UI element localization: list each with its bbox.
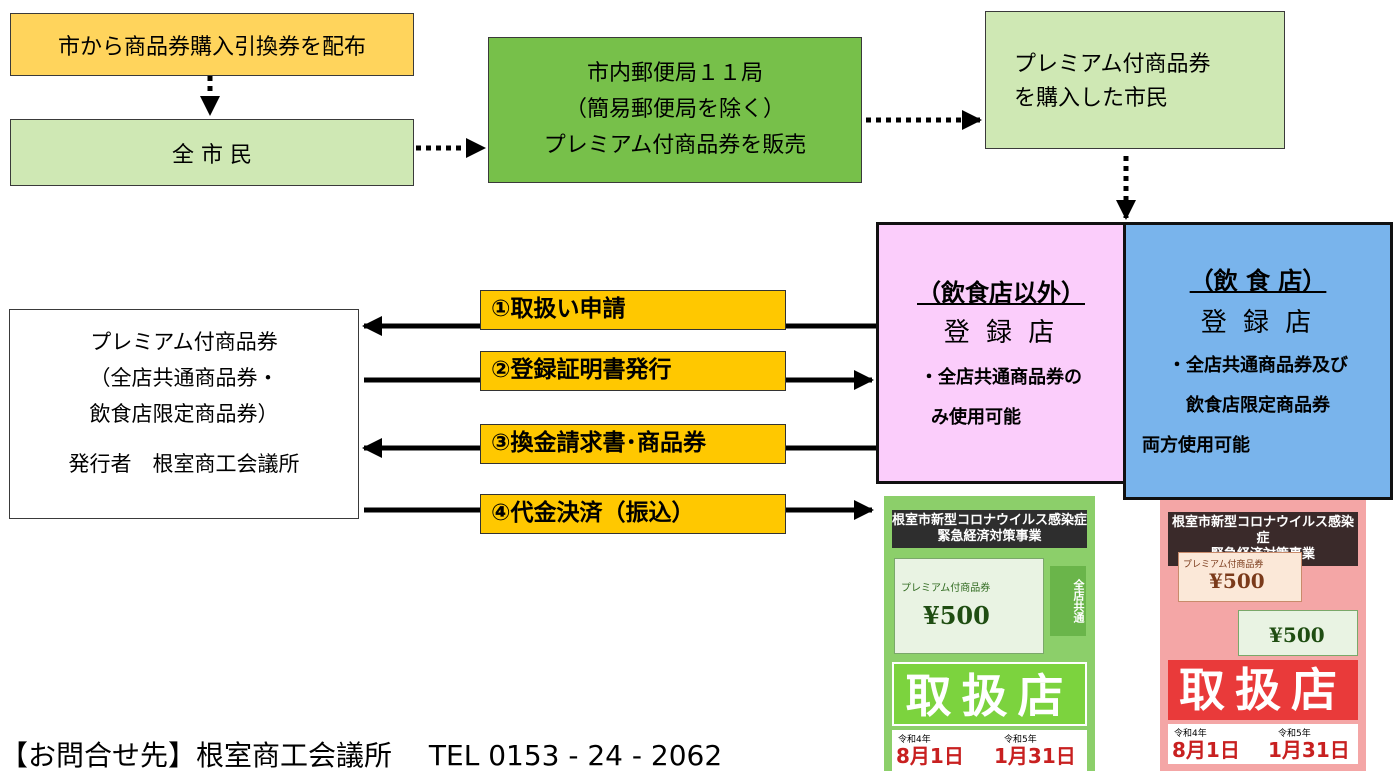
flyer-red-era-start: 令和4年 bbox=[1174, 729, 1207, 739]
store-other-title: 登 録 店 bbox=[943, 318, 1059, 348]
flyer-green-ticket-value: ¥500 bbox=[923, 601, 990, 630]
store-food-heading: （飲 食 店） bbox=[1189, 267, 1327, 295]
store-other-note2: み使用可能 bbox=[931, 407, 1021, 428]
flyer-green-title: 根室市新型コロナウイルス感染症 緊急経済対策事業 bbox=[892, 510, 1087, 548]
flyer-green: 根室市新型コロナウイルス感染症 緊急経済対策事業 プレミアム付商品券 ¥500 … bbox=[884, 496, 1095, 771]
flyer-green-era-start: 令和4年 bbox=[898, 735, 931, 745]
flyer-green-date-start: 8月1日 bbox=[896, 744, 964, 768]
post-office-box: 市内郵便局１１局 （簡易郵便局を除く） プレミアム付商品券を販売 bbox=[488, 37, 862, 183]
issuer-line2: （全店共通商品券・ bbox=[89, 366, 279, 390]
all-citizens-label: 全 市 民 bbox=[172, 142, 252, 168]
flyer-green-era-end: 令和5年 bbox=[1004, 735, 1037, 745]
flyer-red-era-end: 令和5年 bbox=[1278, 729, 1311, 739]
store-other-heading: （飲食店以外） bbox=[917, 279, 1085, 307]
issuer-line4: 発行者 根室商工会議所 bbox=[68, 452, 300, 476]
flyer-green-side-label: 全店共通 bbox=[1050, 566, 1086, 636]
flyer-red-date-end: 1月31日 bbox=[1268, 738, 1350, 762]
store-food-note1: ・全店共通商品券及び bbox=[1168, 355, 1348, 376]
step-3-label: ③換金請求書･商品券 bbox=[480, 424, 786, 464]
flyer-green-band: 取扱店 bbox=[892, 662, 1087, 726]
store-food-note2: 飲食店限定商品券 bbox=[1186, 395, 1330, 416]
flyer-green-ticket: プレミアム付商品券 ¥500 bbox=[894, 558, 1044, 654]
flyer-red-ticket-value-2: ¥500 bbox=[1269, 623, 1325, 647]
flyer-red-title1: 根室市新型コロナウイルス感染症 bbox=[1171, 515, 1354, 546]
buyers-line2: を購入した市民 bbox=[1014, 86, 1169, 111]
flyer-red-dates-panel bbox=[1168, 724, 1358, 764]
post-office-line3: プレミアム付商品券を販売 bbox=[543, 133, 807, 158]
flyer-red-ticket-label: プレミアム付商品券 bbox=[1183, 560, 1264, 570]
post-office-line2: （簡易郵便局を除く） bbox=[564, 97, 785, 122]
flyer-green-ticket-label: プレミアム付商品券 bbox=[901, 583, 991, 594]
flyer-green-title1: 根室市新型コロナウイルス感染症 bbox=[892, 513, 1088, 528]
issuer-line1: プレミアム付商品券 bbox=[90, 330, 278, 354]
flyer-red-ticket-2: ¥500 bbox=[1238, 610, 1358, 656]
flyer-red: 根室市新型コロナウイルス感染症 緊急経済対策事業 プレミアム付商品券 ¥500 … bbox=[1160, 500, 1366, 771]
flyer-red-band: 取扱店 bbox=[1168, 660, 1358, 720]
store-food-box: （飲 食 店） 登 録 店 ・全店共通商品券及び 飲食店限定商品券 両方使用可能 bbox=[1123, 222, 1393, 500]
distribute-label: 市から商品券購入引換券を配布 bbox=[57, 34, 366, 60]
buyers-line1: プレミアム付商品券 bbox=[1014, 52, 1211, 77]
post-office-line1: 市内郵便局１１局 bbox=[586, 61, 763, 86]
distribute-box: 市から商品券購入引換券を配布 bbox=[10, 13, 414, 76]
buyers-box: プレミアム付商品券 を購入した市民 bbox=[985, 11, 1285, 149]
flyer-red-ticket-value-1: ¥500 bbox=[1209, 569, 1265, 593]
step-1-label: ①取扱い申請 bbox=[480, 290, 786, 330]
issuer-box: プレミアム付商品券 （全店共通商品券・ 飲食店限定商品券） 発行者 根室商工会議… bbox=[9, 309, 359, 519]
flyer-red-date-start: 8月1日 bbox=[1172, 738, 1240, 762]
store-other-box: （飲食店以外） 登 録 店 ・全店共通商品券の み使用可能 bbox=[876, 222, 1126, 484]
flyer-green-date-end: 1月31日 bbox=[994, 744, 1076, 768]
step-2-label: ②登録証明書発行 bbox=[480, 351, 786, 391]
issuer-line3: 飲食店限定商品券） bbox=[89, 402, 279, 426]
store-food-title: 登 録 店 bbox=[1200, 308, 1316, 338]
store-food-note3: 両方使用可能 bbox=[1142, 435, 1250, 456]
flyer-red-ticket-1: プレミアム付商品券 ¥500 bbox=[1178, 552, 1302, 602]
flyer-green-title2: 緊急経済対策事業 bbox=[937, 529, 1042, 544]
step-4-label: ④代金決済（振込） bbox=[480, 494, 786, 534]
store-other-note1: ・全店共通商品券の bbox=[920, 367, 1082, 388]
all-citizens-box: 全 市 民 bbox=[10, 119, 414, 186]
flyer-green-dates-panel bbox=[892, 730, 1087, 771]
contact-info: 【お問合せ先】根室商工会議所 TEL 0153 - 24 - 2062 bbox=[0, 739, 723, 772]
